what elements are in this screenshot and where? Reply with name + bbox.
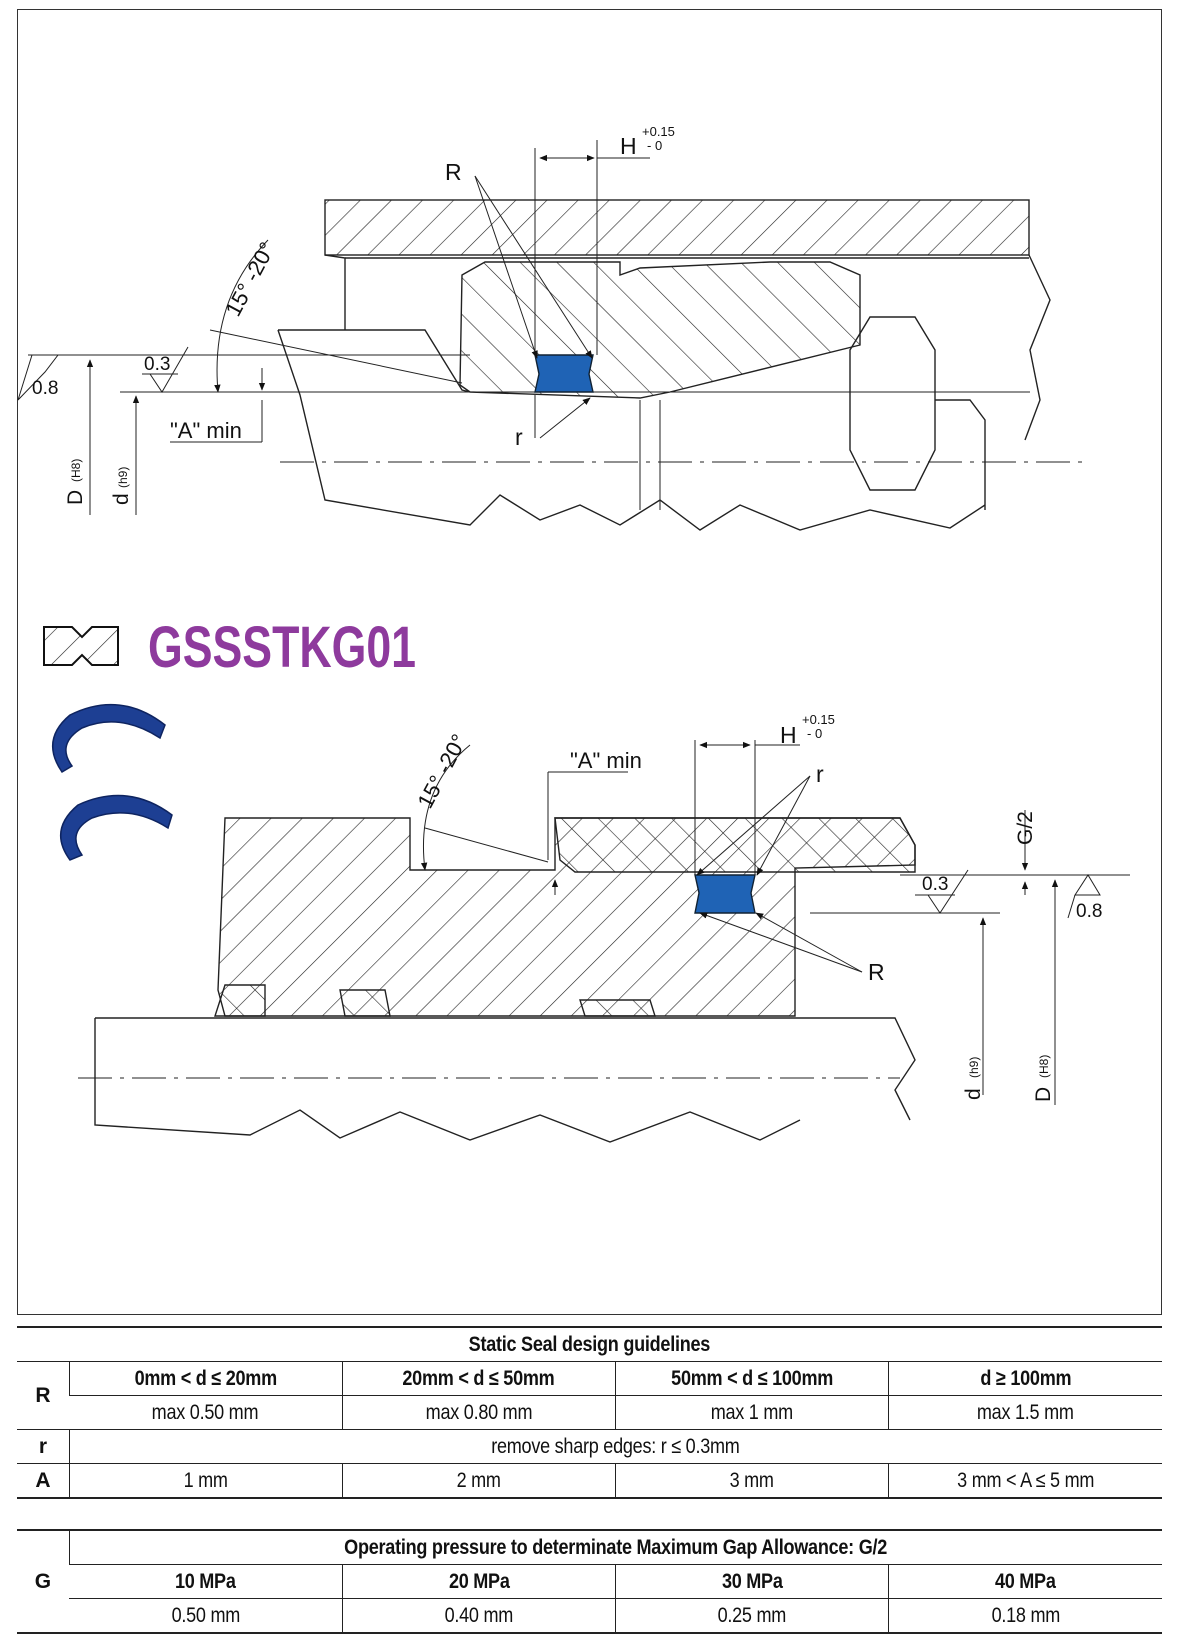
table1-title: Static Seal design guidelines [17,1326,1162,1362]
seal-profile-icon [43,626,119,666]
bottom-label-finish-0-8: 0.8 [1076,901,1102,922]
row-label-G: G [17,1529,69,1634]
pressure-3: 30 MPa [614,1564,889,1599]
bottom-label-H: H [780,722,797,748]
top-label-finish-0-3: 0.3 [144,354,170,375]
r-value: remove sharp edges: r ≤ 0.3mm [68,1429,1162,1464]
bottom-label-G2: G/2 [1014,811,1037,845]
top-label-H-tol-minus: - 0 [647,138,662,153]
top-seal [534,354,594,393]
gap-allowance-table: G Operating pressure to determinate Maxi… [17,1529,1162,1634]
A-value-3: 3 mm [614,1463,889,1499]
top-label-d: d [110,493,133,505]
row-label-r: r [17,1429,69,1464]
top-label-H: H [620,133,637,159]
top-label-H-tol-plus: +0.15 [642,124,675,139]
top-label-D: D [64,490,87,505]
R-value-1: max 0.50 mm [69,1395,343,1430]
bottom-label-D: D [1032,1087,1055,1102]
top-section-drawing [17,140,1090,531]
gap-3: 0.25 mm [614,1598,889,1634]
bottom-label-H-tol-plus: +0.15 [802,712,835,727]
top-piston-body [459,261,861,399]
bottom-section-drawing [78,740,1130,1143]
static-seal-table: Static Seal design guidelines R 0mm < d … [17,1326,1162,1499]
top-nut [849,316,936,491]
R-value-2: max 0.80 mm [341,1395,616,1430]
bottom-label-angle: 15° -20° [412,730,472,812]
seal-ring-icon [51,703,173,861]
R-range-1: 0mm < d ≤ 20mm [68,1361,343,1396]
bottom-label-A-min: "A" min [570,748,642,773]
bottom-label-d: d [962,1088,985,1100]
pressure-2: 20 MPa [341,1564,616,1599]
A-value-1: 1 mm [68,1463,343,1499]
top-label-finish-0-8: 0.8 [32,378,58,399]
bottom-seal [694,874,756,914]
bottom-label-r: r [816,761,824,787]
gap-1: 0.50 mm [69,1598,343,1634]
top-housing [324,199,1030,256]
R-value-4: max 1.5 mm [888,1395,1162,1430]
row-label-A: A [17,1463,69,1499]
gap-4: 0.18 mm [888,1598,1162,1634]
product-code: GSSSTKG01 [148,615,416,680]
bottom-label-d-fit: (h9) [967,1057,981,1078]
pressure-1: 10 MPa [69,1564,343,1599]
top-label-R: R [445,159,462,185]
A-value-4: 3 mm < A ≤ 5 mm [888,1463,1162,1499]
top-label-D-fit: (H8) [69,459,83,482]
top-label-angle: 15° -20° [220,238,280,320]
drawing-frame [17,9,1162,1315]
guidelines-tables: Static Seal design guidelines R 0mm < d … [17,1326,1162,1634]
pressure-4: 40 MPa [888,1564,1162,1599]
R-range-2: 20mm < d ≤ 50mm [341,1361,616,1396]
top-label-r: r [515,424,523,450]
top-label-A-min: "A" min [170,418,242,443]
bottom-label-finish-0-3: 0.3 [922,874,948,895]
bottom-label-R: R [868,959,885,985]
R-range-4: d ≥ 100mm [888,1361,1162,1396]
gap-2: 0.40 mm [341,1598,616,1634]
bottom-label-H-tol-minus: - 0 [807,726,822,741]
table2-title: Operating pressure to determinate Maximu… [68,1529,1162,1565]
technical-drawing: R H +0.15 - 0 r 15° -20° 0.8 0.3 "A" min… [17,124,1130,1143]
R-value-3: max 1 mm [614,1395,889,1430]
row-label-R: R [17,1361,69,1430]
top-label-d-fit: (h9) [116,467,130,488]
bottom-label-D-fit: (H8) [1037,1055,1051,1078]
A-value-2: 2 mm [341,1463,616,1499]
R-range-3: 50mm < d ≤ 100mm [614,1361,889,1396]
